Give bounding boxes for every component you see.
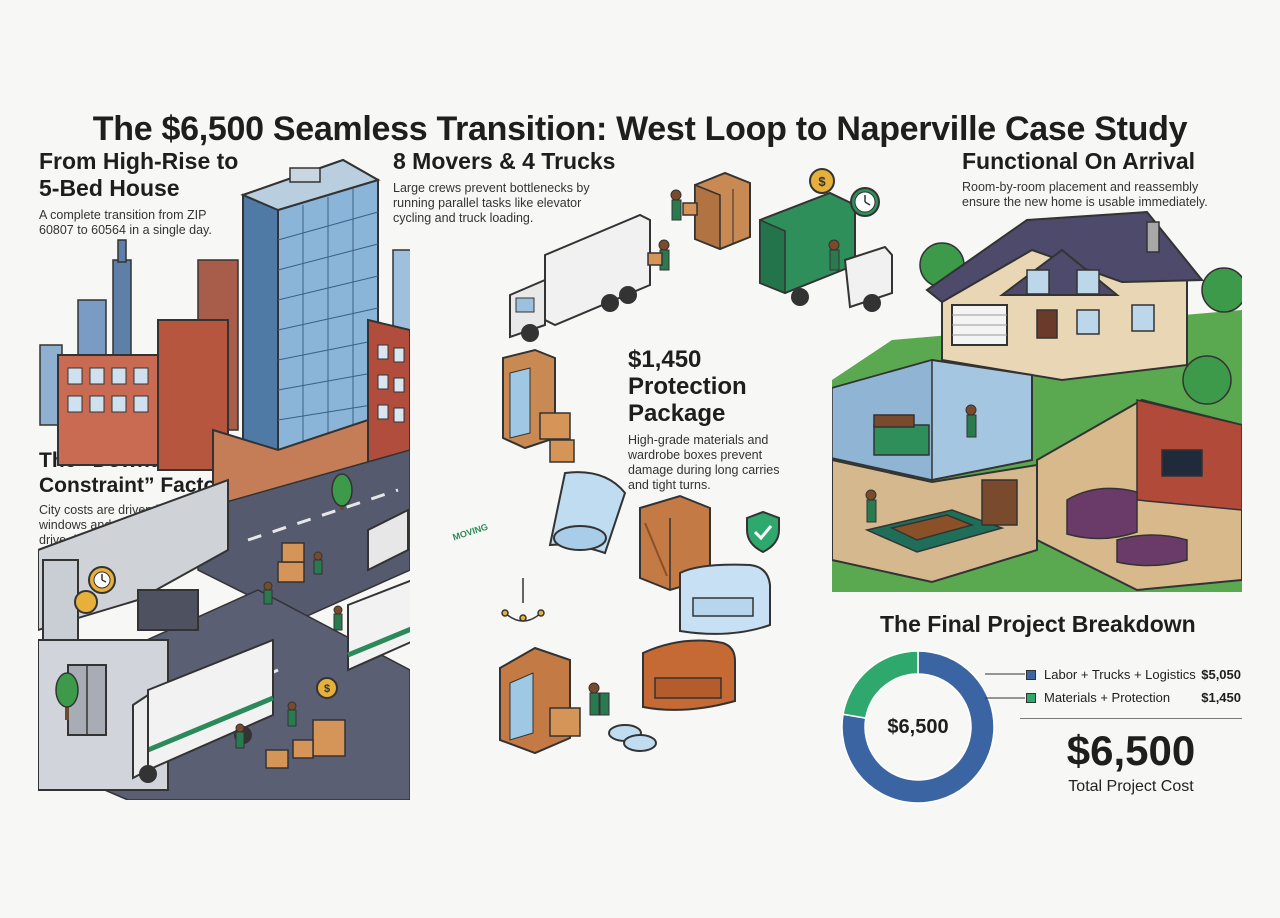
truck-sign: MOVING: [451, 521, 490, 543]
page-title: The $6,500 Seamless Transition: West Loo…: [92, 110, 1188, 148]
svg-text:$: $: [324, 683, 330, 695]
cutaway-rooms: [832, 358, 1242, 592]
wooden-crate: [499, 646, 581, 755]
high-rise-body: A complete transition from ZIP 60807 to …: [39, 208, 212, 237]
mover-figure: [588, 682, 610, 716]
high-rise-section: From High-Rise to 5-Bed House A complete…: [39, 148, 239, 238]
legend-label: Labor + Trucks + Logistics: [1044, 667, 1196, 682]
donut-center-label: $6,500: [887, 716, 948, 738]
wardrobe-box: [694, 171, 751, 251]
legend-value: $1,450: [1201, 690, 1241, 705]
moving-truck: [509, 213, 651, 342]
legend-value: $5,050: [1201, 667, 1241, 682]
shield-check-icon: [746, 510, 780, 554]
bubble-wrap-icon: [548, 471, 627, 555]
legend-connectors: [985, 673, 1025, 699]
arrival-body: Room-by-room placement and reassembly en…: [962, 180, 1208, 209]
bubble-wrap-icon: [608, 724, 657, 752]
donut-slice-1: [842, 650, 919, 719]
arrival-section: Functional On Arrival Room-by-room place…: [962, 148, 1222, 210]
protection-section: $1,450 Protection Package High-grade mat…: [628, 346, 788, 493]
legend-label: Materials + Protection: [1044, 690, 1171, 705]
mover-figure: [235, 551, 343, 749]
coin-icon: $: [316, 677, 338, 699]
house: [925, 210, 1205, 382]
breakdown-section: The Final Project Breakdown: [880, 611, 1220, 638]
mover-figure: [658, 189, 840, 271]
total-label: Total Project Cost: [1068, 778, 1194, 795]
movers-section: 8 Movers & 4 Trucks Large crews prevent …: [393, 148, 623, 226]
city-scene-illustration: $: [38, 158, 410, 800]
protection-body: High-grade materials and wardrobe boxes …: [628, 433, 780, 492]
svg-text:$: $: [818, 174, 826, 189]
legend-item-materials: Materials + Protection $1,450: [1026, 690, 1241, 705]
movers-body: Large crews prevent bottlenecks by runni…: [393, 181, 590, 225]
legend-swatch: [1026, 669, 1036, 680]
legend-item-labor: Labor + Trucks + Logistics $5,050: [1026, 667, 1241, 682]
total-block: $6,500 Total Project Cost: [1020, 728, 1242, 796]
moving-truck: [347, 579, 410, 672]
wrapped-sofa: [679, 563, 771, 635]
leather-sofa: [642, 639, 736, 711]
protection-illustration: [499, 348, 780, 755]
breakdown-divider: [1020, 718, 1242, 719]
movers-trucks-illustration: $: [509, 168, 893, 342]
tree-icon: [55, 473, 353, 720]
clock-icon: [74, 566, 116, 614]
moving-box: [265, 542, 346, 769]
total-amount: $6,500: [1066, 727, 1196, 774]
coin-icon: $: [809, 168, 835, 194]
mover-figure: [865, 404, 977, 523]
chandelier-icon: [501, 578, 545, 622]
legend-swatch: [1026, 692, 1036, 703]
brick-building-left: [57, 319, 229, 471]
breakdown-heading: The Final Project Breakdown: [880, 611, 1196, 637]
donut-slice-0: [841, 650, 995, 804]
movers-heading: 8 Movers & 4 Trucks: [393, 148, 616, 174]
clock-icon: [850, 187, 880, 217]
high-rise-heading: From High-Rise to 5-Bed House: [39, 148, 239, 201]
arrival-heading: Functional On Arrival: [962, 148, 1196, 174]
wardrobe-box: [502, 348, 575, 463]
protection-heading: $1,450 Protection Package: [628, 346, 747, 427]
breakdown-donut-chart: $6,500: [841, 650, 995, 804]
moving-box: [647, 202, 698, 266]
house-scene-illustration: [832, 210, 1242, 592]
moving-truck: [132, 508, 409, 783]
